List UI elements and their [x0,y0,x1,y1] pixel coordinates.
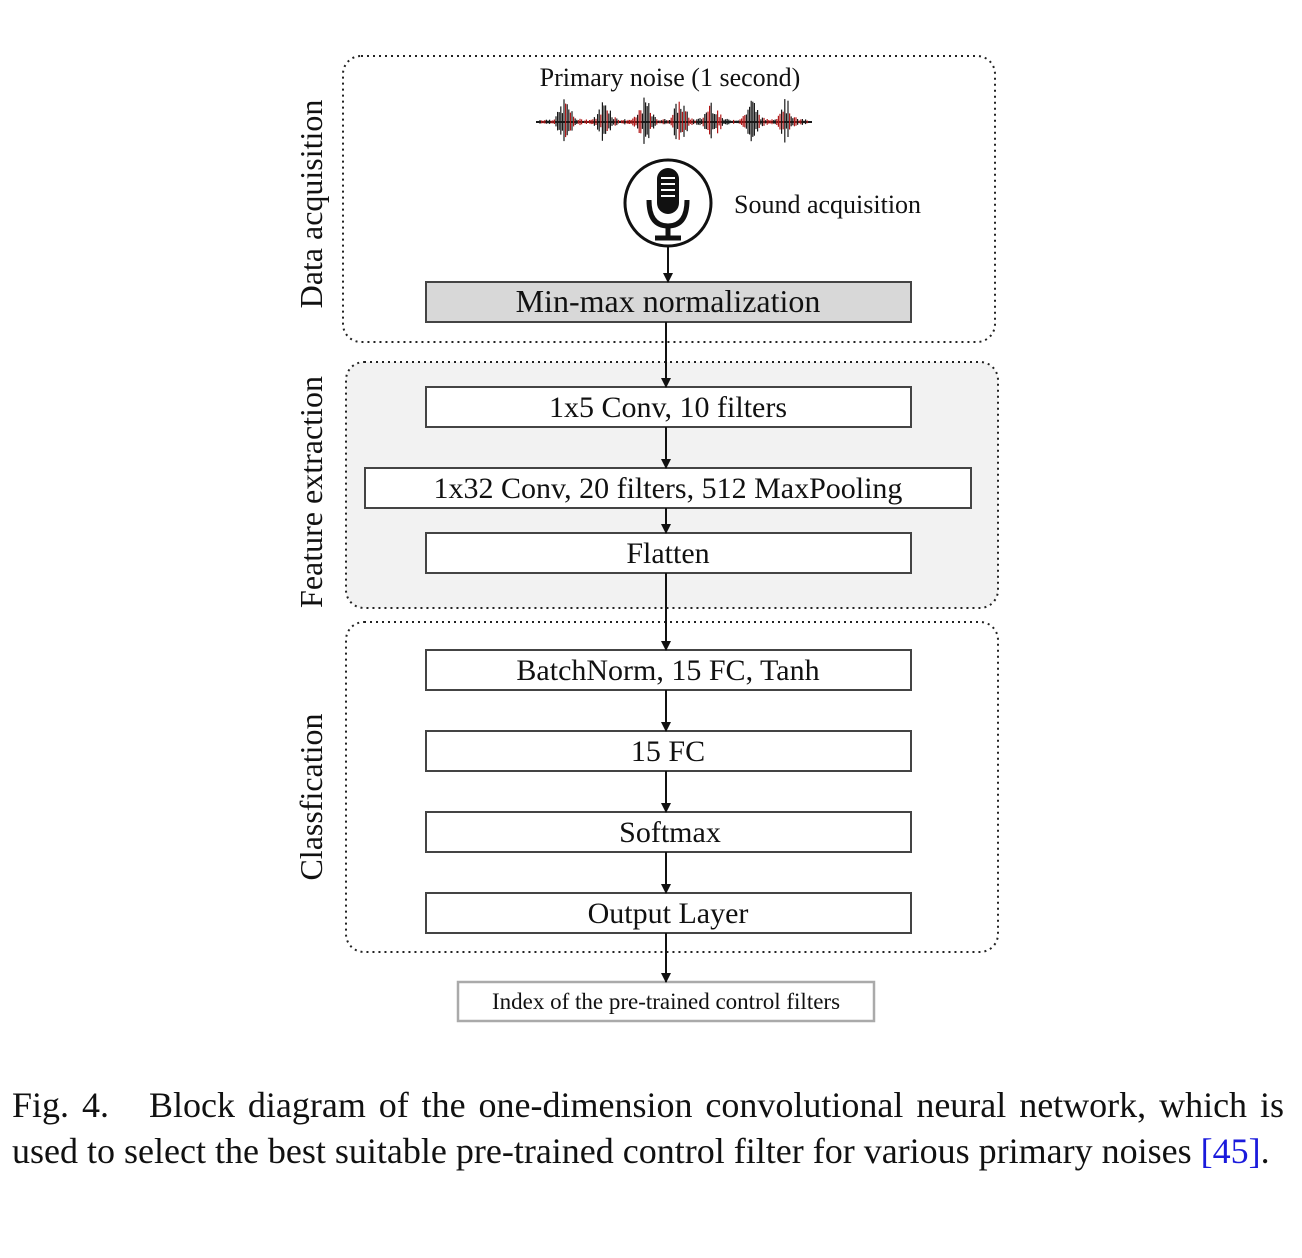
figure-caption: Fig. 4.Block diagram of the one-dimensio… [12,1082,1284,1174]
normalization-block [425,281,912,323]
batchnorm-block-label: BatchNorm, 15 FC, Tanh [516,654,819,687]
output-layer-block [425,892,912,934]
conv1-block [425,386,912,428]
conv2-block-label: 1x32 Conv, 20 filters, 512 MaxPooling [434,472,903,505]
section-label-data-acquisition: Data acquisition [293,100,329,309]
sound-acquisition-label: Sound acquisition [734,190,921,219]
conv1-block-label: 1x5 Conv, 10 filters [549,391,787,424]
batchnorm-block [425,649,912,691]
softmax-block [425,811,912,853]
primary-noise-label: Primary noise (1 second) [540,63,801,92]
audio-waveform-icon [536,97,812,144]
flatten-block [425,532,912,574]
cnn-block-diagram: Data acquisition Feature extraction Clas… [293,55,999,1023]
caption-end: . [1260,1131,1270,1171]
reference-link[interactable]: [45] [1200,1131,1261,1171]
figure-number: Fig. 4. [12,1085,109,1125]
softmax-block-label: Softmax [619,816,721,849]
data-acquisition-panel [342,55,996,343]
flatten-block-label: Flatten [626,537,709,570]
classification-panel [345,621,999,953]
section-label-feature-extraction: Feature extraction [293,376,329,608]
filter-index-output [456,980,876,1023]
normalization-block-label: Min-max normalization [516,283,821,319]
output-layer-block-label: Output Layer [588,897,749,930]
microphone-icon [623,158,713,248]
filter-index-output-label: Index of the pre-trained control filters [492,989,840,1014]
caption-text: Block diagram of the one-dimension convo… [12,1085,1284,1171]
fc-block-label: 15 FC [631,735,705,768]
section-label-classification: Classfication [293,713,329,880]
fc-block [425,730,912,772]
